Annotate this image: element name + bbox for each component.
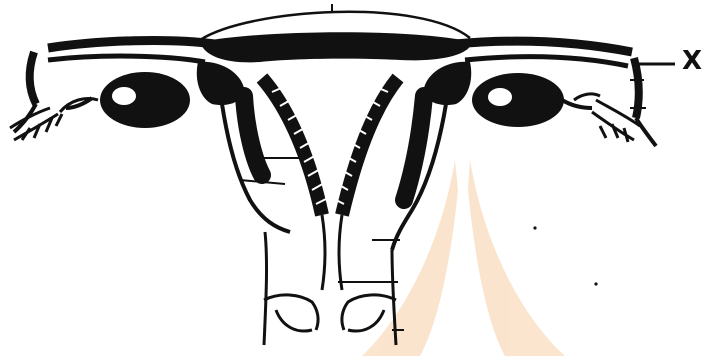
right-endometrium	[332, 78, 398, 215]
label-x: X	[682, 48, 702, 74]
cervix	[264, 215, 404, 345]
right-uterine-wall	[372, 96, 446, 250]
speck-dot	[533, 226, 536, 229]
speck-dot	[594, 282, 597, 285]
right-fimbriae	[574, 94, 640, 142]
left-endometrium	[262, 78, 328, 215]
myometrium-band	[200, 32, 472, 62]
